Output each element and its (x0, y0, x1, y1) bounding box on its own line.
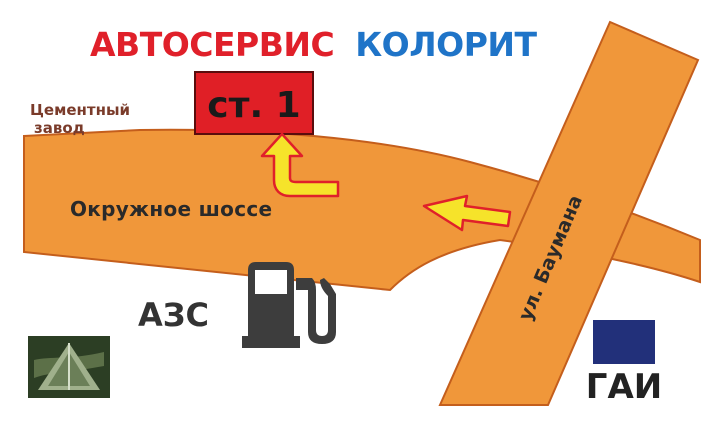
brand-part1: АВТОСЕРВИС (90, 25, 334, 64)
ring-road (23, 128, 701, 292)
gas-station-label: АЗС (138, 296, 209, 334)
ring-road-label: Окружное шоссе (70, 197, 272, 221)
gai-label: ГАИ (586, 367, 662, 407)
triangle-emblem-icon (28, 336, 110, 398)
turn-arrow-icon (260, 132, 340, 198)
cement-plant-line1: Цементный (30, 101, 130, 119)
left-arrow-icon (422, 194, 512, 232)
fuel-pump-icon (242, 262, 336, 348)
destination-label: ст. 1 (207, 85, 300, 126)
brand-part2: КОЛОРИТ (355, 25, 537, 64)
gai-block (593, 320, 655, 364)
brand-title: АВТОСЕРВИС КОЛОРИТ (90, 25, 537, 64)
destination-box (194, 71, 314, 135)
bauman-street (438, 20, 700, 406)
cement-plant-line2: завод (34, 119, 85, 137)
